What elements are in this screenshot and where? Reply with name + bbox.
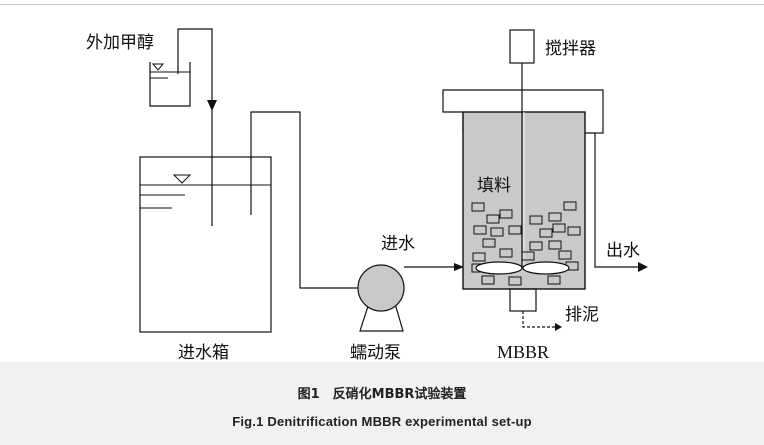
stirrer-motor (509, 29, 535, 64)
outlet-label: 出水 (606, 241, 640, 261)
figure-caption-english: Fig.1 Denitrification MBBR experimental … (232, 414, 532, 429)
top-rule (0, 4, 764, 5)
figure-caption-chinese: 图1 反硝化MBBR试验装置 (297, 387, 467, 402)
outlet-pipe (594, 133, 640, 268)
inlet-label: 进水 (381, 234, 415, 254)
feed-tank (139, 156, 272, 333)
sludge-label: 排泥 (565, 305, 599, 325)
methanol-dosing-line (177, 28, 213, 226)
reactor-label: MBBR (497, 342, 549, 362)
mbbr-setup-diagram: 外加甲醇 搅拌器 填料 进水 出水 排泥 进水箱 蠕动泵 MBBR (86, 28, 648, 362)
suction-pipe (250, 111, 358, 289)
methanol-label: 外加甲醇 (86, 33, 154, 53)
methanol-vessel (149, 62, 191, 107)
peristaltic-pump (357, 264, 405, 332)
stirrer-label: 搅拌器 (545, 39, 596, 59)
sludge-discharge-line (522, 311, 557, 328)
outlet-flow-arrow (638, 262, 648, 272)
stirrer-impeller (475, 261, 570, 275)
packing-label: 填料 (477, 176, 511, 196)
sludge-outlet-port (509, 288, 537, 312)
caption-band (0, 362, 764, 445)
pump-label: 蠕动泵 (350, 343, 401, 362)
methanol-flow-arrow (207, 100, 217, 111)
sludge-flow-arrow (555, 323, 562, 331)
reactor-support-frame (442, 89, 604, 134)
feed-tank-label: 进水箱 (178, 343, 229, 362)
